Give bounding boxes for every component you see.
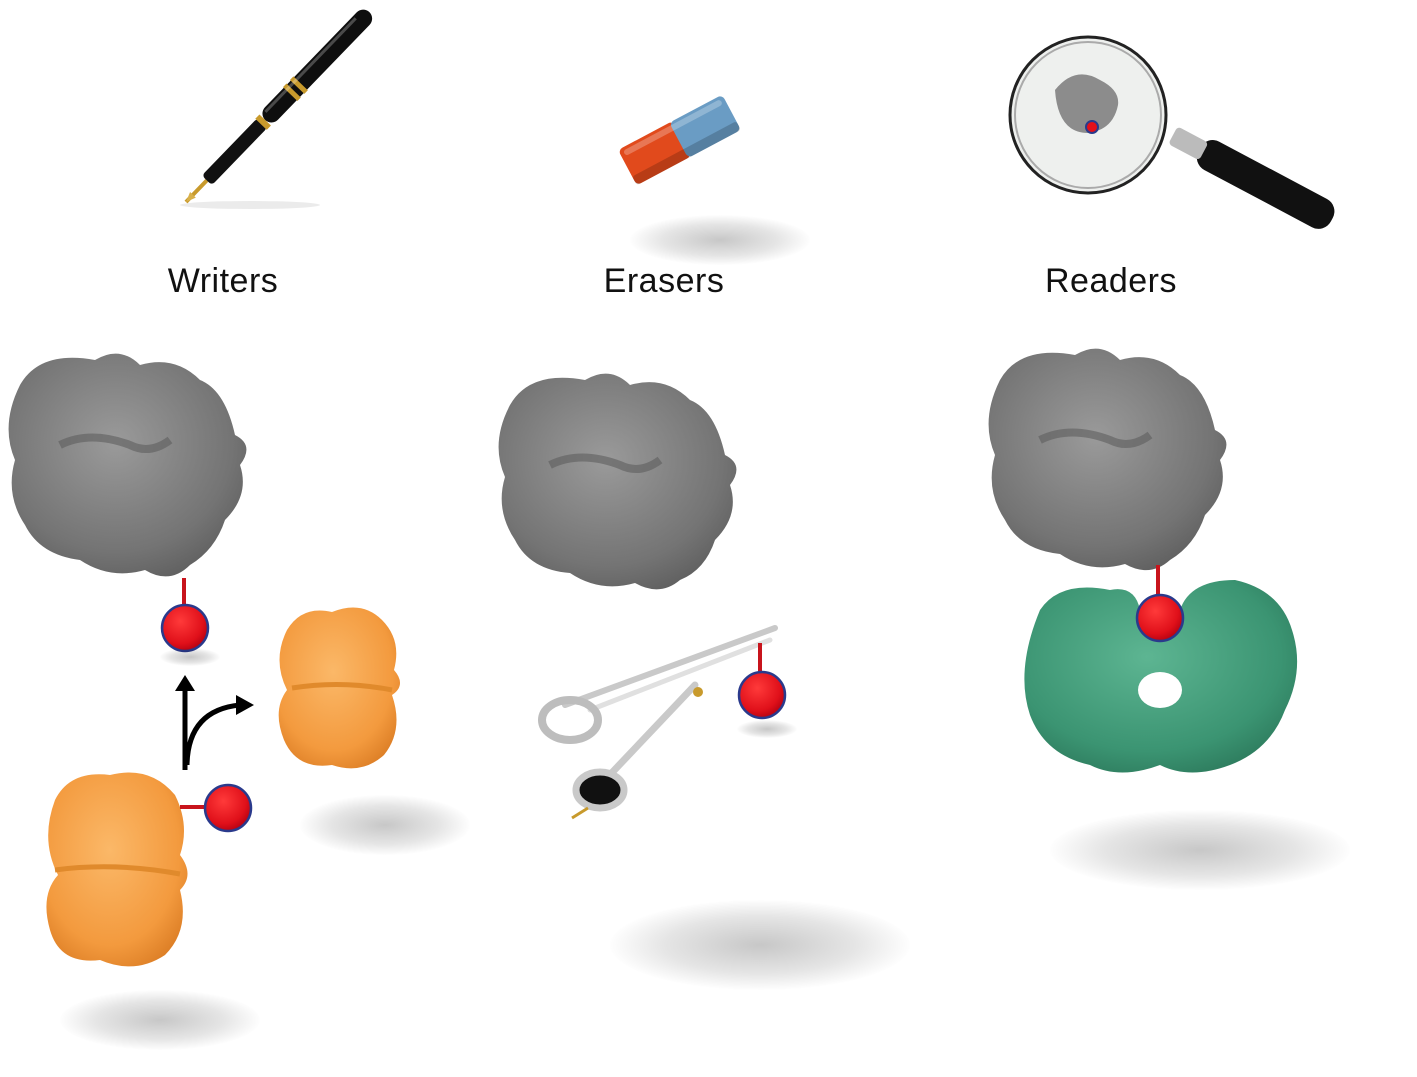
substrate-protein-readers: [988, 348, 1227, 571]
modification-mark-readers: [1135, 593, 1185, 643]
linker-readers: [1156, 565, 1160, 597]
scissors-icon: [538, 625, 778, 820]
eraser-icon: [619, 96, 740, 185]
substrate-protein-writers: [8, 353, 247, 577]
eraser-shadow: [630, 215, 810, 265]
modification-mark-writers-top: [160, 603, 210, 653]
writers-label: Writers: [167, 262, 279, 300]
linker-erasers: [758, 643, 762, 673]
readers-label: Readers: [1044, 262, 1178, 300]
reader-protein: [1024, 580, 1298, 773]
magnifying-glass-icon: [1008, 35, 1335, 229]
linker-writers-bottom: [180, 805, 208, 809]
linker-writers-top: [182, 578, 186, 606]
substrate-protein-erasers: [498, 373, 737, 590]
modification-mark-writers-bottom: [203, 783, 253, 833]
modification-mark-erasers: [737, 670, 787, 720]
writer-enzyme-bound: [46, 772, 188, 967]
erasers-label: Erasers: [603, 262, 725, 300]
writer-enzyme-released: [278, 607, 401, 769]
branch-arrow-icon: [175, 675, 254, 770]
pen-icon: [180, 9, 373, 209]
